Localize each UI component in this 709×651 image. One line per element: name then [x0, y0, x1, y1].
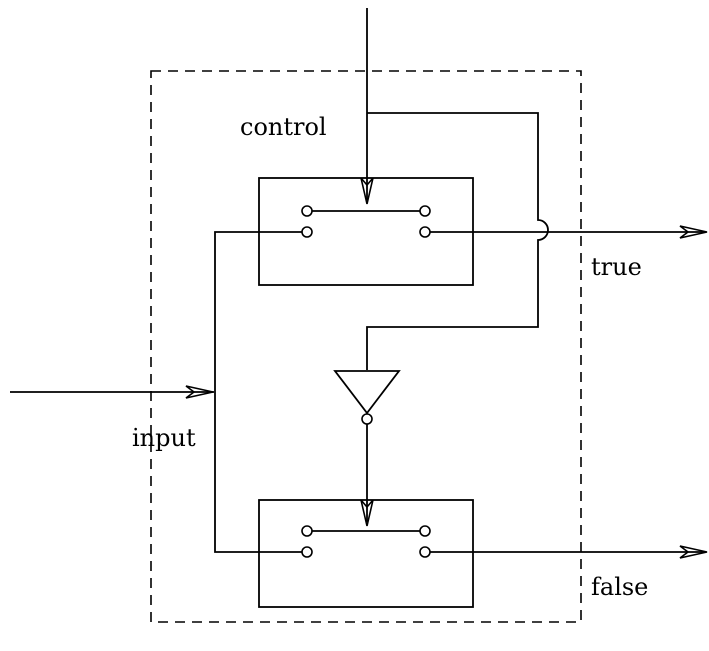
inverter-triangle [333, 370, 401, 415]
input-label: input [132, 424, 196, 452]
input-arrowhead [185, 385, 214, 399]
control-branch-line [366, 112, 549, 370]
module-boundary [150, 70, 582, 623]
inverter-bubble [361, 413, 373, 425]
false-label: false [591, 573, 648, 601]
bottom-switch-contact-lower-right [419, 546, 431, 558]
bottom-switch-contact-upper-right [419, 525, 431, 537]
false-output-arrowhead [679, 545, 708, 559]
control-label: control [240, 113, 327, 141]
top-switch-contact-upper-left [301, 205, 313, 217]
true-label: true [591, 253, 642, 281]
bottom-switch-contact-upper-left [301, 525, 313, 537]
top-switch-contact-lower-left [301, 226, 313, 238]
bottom-switch-box [258, 499, 474, 608]
true-output-arrowhead [679, 225, 708, 239]
top-switch-contact-upper-right [419, 205, 431, 217]
bottom-switch-contact-lower-left [301, 546, 313, 558]
top-switch-contact-lower-right [419, 226, 431, 238]
